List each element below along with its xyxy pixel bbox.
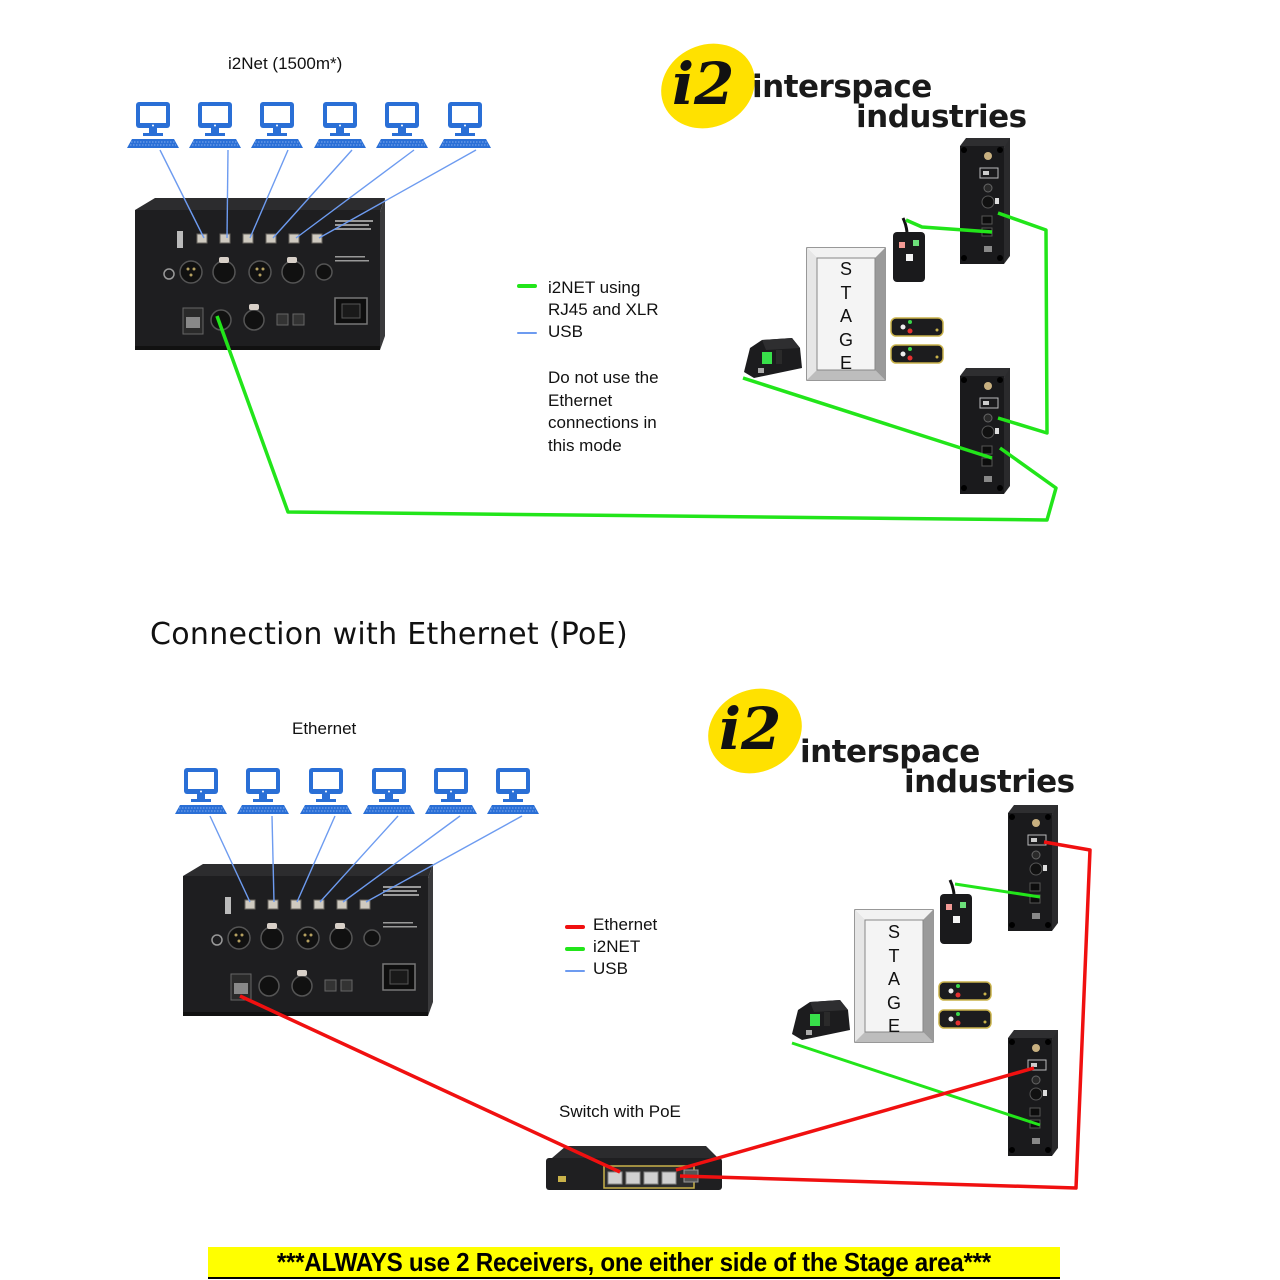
logo-mark: i2 <box>719 695 782 763</box>
legend-label-usb: USB <box>593 959 628 978</box>
handheld-remote-2 <box>938 878 974 946</box>
usb-cable <box>342 815 461 903</box>
usb-cables-1 <box>159 149 477 239</box>
i2net-cable-deskpad <box>742 376 993 460</box>
stage-letter: S <box>839 259 852 279</box>
note-line: connections in <box>548 413 657 432</box>
stage-letter: A <box>887 969 900 989</box>
usb-cable <box>271 815 275 903</box>
i2net-cables-1 <box>215 211 1058 522</box>
legend-swatch-i2net <box>565 947 585 951</box>
usb-cable <box>272 149 353 239</box>
legend-swatch-i2net <box>517 284 537 288</box>
stage-letter: E <box>839 353 852 373</box>
legend-swatch-usb <box>517 332 537 334</box>
footer-warning-banner: ***ALWAYS use 2 Receivers, one either si… <box>208 1247 1060 1279</box>
i2net-cable-handheld <box>905 218 993 234</box>
switch-label: Switch with PoE <box>559 1102 681 1121</box>
logo-line1: interspace <box>752 69 932 105</box>
i2net-cable-handheld <box>954 882 1041 899</box>
i2net-cables-2 <box>791 882 1041 1127</box>
stage-letter: G <box>886 992 901 1013</box>
flat-remote-1a <box>890 317 944 337</box>
footer-warning-text: ***ALWAYS use 2 Receivers, one either si… <box>277 1247 991 1277</box>
stage-label-1: S T A G E <box>838 258 854 376</box>
ethernet-cable-console <box>239 994 621 1174</box>
ethernet-interface-unit <box>182 863 434 1017</box>
receiver-top-1 <box>959 137 1011 265</box>
i2net-network-label: i2Net (1500m*) <box>228 54 343 73</box>
note-line: Do not use the <box>548 368 659 387</box>
logo-line1: interspace <box>800 734 980 770</box>
computer-icon <box>438 101 492 149</box>
i2net-cable-deskpad <box>791 1041 1041 1127</box>
desk-control-pad-2 <box>792 1000 850 1040</box>
computer-row-2 <box>174 767 540 815</box>
note-line: Ethernet <box>548 390 613 410</box>
ethernet-cables-2 <box>239 840 1092 1190</box>
stage-letter: G <box>838 329 853 350</box>
usb-cable <box>209 815 251 903</box>
receiver-bottom-1 <box>959 367 1011 495</box>
poe-switch <box>545 1145 723 1191</box>
usb-cable <box>318 149 477 239</box>
stage-letter: T <box>840 282 852 303</box>
computer-row-1 <box>126 101 492 149</box>
receiver-bottom-2 <box>1007 1029 1059 1157</box>
legend-swatch-ethernet <box>565 925 585 929</box>
computer-icon <box>375 101 429 149</box>
legend-label-i2net: i2NET using <box>548 278 641 297</box>
flat-remote-2a <box>938 981 992 1001</box>
ethernet-cable-receiver-top <box>679 840 1092 1190</box>
logo-line2: industries <box>904 764 1075 800</box>
computer-icon <box>126 101 180 149</box>
usb-cables-2 <box>209 815 523 903</box>
section-title: Connection with Ethernet (PoE) <box>150 617 628 652</box>
i2net-cable-receiver-link <box>997 211 1049 435</box>
logo-mark: i2 <box>672 50 735 118</box>
i2net-cable-console <box>215 315 1058 522</box>
computer-icon <box>250 101 304 149</box>
computer-icon <box>174 767 228 815</box>
usb-cable <box>296 815 336 903</box>
stage-letter: E <box>887 1016 900 1036</box>
usb-cable <box>159 149 205 239</box>
legend-label-i2net: i2NET <box>593 937 641 956</box>
usb-cable <box>319 815 399 903</box>
stage-letter: T <box>888 945 900 966</box>
computer-icon <box>188 101 242 149</box>
logo-line2: industries <box>856 99 1027 135</box>
computer-icon <box>424 767 478 815</box>
computer-icon <box>313 101 367 149</box>
stage-label-2: S T A G E <box>886 921 902 1039</box>
legend-label-ethernet: Ethernet <box>593 915 658 934</box>
ethernet-cable-receiver-bottom <box>675 1066 1035 1172</box>
stage-letter: A <box>839 306 852 326</box>
usb-cable <box>295 149 415 239</box>
computer-icon <box>362 767 416 815</box>
desk-control-pad-1 <box>744 338 802 378</box>
usb-cable <box>365 815 523 903</box>
i2net-interface-unit <box>134 197 386 351</box>
receiver-top-2 <box>1007 804 1059 932</box>
flat-remote-1b <box>890 344 944 364</box>
legend-label-rj45-xlr: RJ45 and XLR <box>548 300 659 319</box>
usb-cable <box>226 149 229 239</box>
computer-icon <box>236 767 290 815</box>
computer-icon <box>299 767 353 815</box>
note-line: this mode <box>548 435 622 455</box>
computer-icon <box>486 767 540 815</box>
ethernet-network-label: Ethernet <box>292 719 357 738</box>
legend-swatch-usb <box>565 970 585 972</box>
stage-letter: S <box>887 922 900 942</box>
ethernet-warning-note: Do not use the Ethernet connections in t… <box>548 367 659 457</box>
flat-remote-2b <box>938 1009 992 1029</box>
legend-label-usb: USB <box>548 322 583 341</box>
usb-cable <box>249 149 289 239</box>
